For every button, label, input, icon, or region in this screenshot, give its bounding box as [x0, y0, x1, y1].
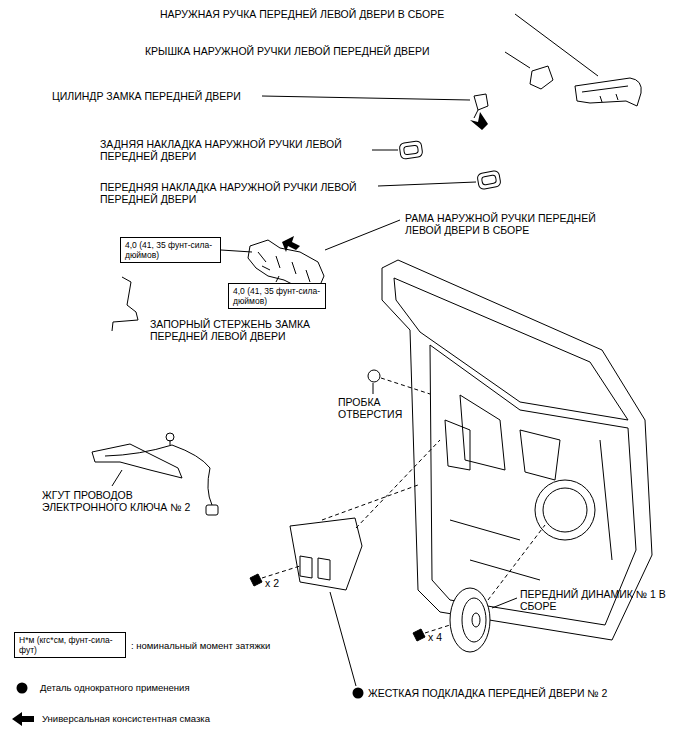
speaker-hole — [543, 488, 587, 532]
lock-rod — [112, 277, 138, 331]
legend-arrow — [12, 712, 34, 726]
leader-line — [373, 383, 374, 394]
rear-pad — [399, 141, 423, 160]
speaker — [450, 588, 490, 652]
part-name: КРЫШКА НАРУЖНОЙ РУЧКИ ЛЕВОЙ ПЕРЕДНЕЙ ДВЕ… — [145, 45, 430, 57]
part-name: ЗАПОРНЫЙ СТЕРЖЕНЬ ЗАМКА ПЕРЕДНЕЙ ЛЕВОЙ Д… — [150, 318, 335, 342]
hole-plug — [368, 370, 380, 382]
dashed-line — [322, 485, 418, 520]
legend-text: : номинальный момент затяжки — [131, 640, 270, 651]
leader-line — [330, 592, 356, 686]
quantity-label: x 2 — [265, 577, 279, 589]
part-name: ПЕРЕДНЯЯ НАКЛАДКА НАРУЖНОЙ РУЧКИ ЛЕВОЙ П… — [100, 181, 380, 205]
door-inner-panel — [445, 395, 560, 480]
torque-box: 4,0 (41, 35 фунт-сила-дюймов) — [228, 283, 326, 309]
dashed-line — [262, 566, 300, 578]
grease-arrow — [282, 236, 300, 252]
rear-pad — [404, 145, 419, 155]
part-name: ЖГУТ ПРОВОДОВ ЭЛЕКТРОННОГО КЛЮЧА № 2 — [42, 489, 202, 513]
torque-value: Н*м (кгс*см, фунт-сила-фут) — [19, 635, 121, 655]
legend-torque-box: Н*м (кгс*см, фунт-сила-фут) — [14, 632, 126, 658]
leader-line — [492, 598, 517, 608]
leader-line — [505, 52, 530, 68]
part-name: ПЕРЕДНИЙ ДИНАМИК № 1 В СБОРЕ — [520, 588, 670, 612]
front-pad — [481, 175, 496, 185]
leader-line — [378, 182, 476, 186]
leader-line — [262, 96, 470, 100]
speaker — [462, 598, 486, 642]
handle-frame — [258, 252, 310, 282]
part-name: ЗАДНЯЯ НАКЛАДКА НАРУЖНОЙ РУЧКИ ЛЕВОЙ ПЕР… — [100, 138, 365, 162]
door-inner-panel — [430, 345, 636, 625]
legend-dot — [17, 683, 28, 694]
harness-connector — [206, 505, 218, 515]
torque-box: 4,0 (41, 35 фунт-сила-дюймов) — [120, 237, 221, 263]
door-handle — [575, 78, 641, 106]
harness-connector — [166, 433, 174, 441]
torque-value: 4,0 (41, 35 фунт-сила-дюймов) — [233, 286, 321, 306]
part-name: ЦИЛИНДР ЗАМКА ПЕРЕДНЕЙ ДВЕРИ — [52, 90, 241, 102]
part-name: ЖЕСТКАЯ ПОДКЛАДКА ПЕРЕДНЕЙ ДВЕРИ № 2 — [368, 687, 607, 699]
door-window-frame — [394, 278, 628, 420]
dashed-line — [356, 440, 440, 528]
handle-cover — [530, 66, 553, 89]
torque-value: 4,0 (41, 35 фунт-сила-дюймов) — [125, 240, 216, 260]
dashed-line — [381, 378, 430, 394]
part-name: ПРОБКА ОТВЕРСТИЯ — [338, 396, 413, 420]
quantity-label: x 4 — [428, 631, 442, 643]
leader-line — [372, 150, 398, 151]
part-name: НАРУЖНАЯ РУЧКА ПЕРЕДНЕЙ ЛЕВОЙ ДВЕРИ В СБ… — [160, 8, 444, 20]
legend-text: Универсальная консистентная смазка — [42, 713, 210, 724]
door-pad — [300, 556, 330, 580]
single-use-mark — [353, 688, 364, 699]
grease-arrow — [470, 112, 488, 130]
leader-line — [112, 470, 122, 486]
leader-line — [221, 250, 252, 252]
leader-line — [325, 220, 400, 250]
front-pad — [477, 170, 501, 190]
legend-text: Деталь однократного применения — [40, 682, 190, 693]
bolt — [250, 574, 262, 586]
door-panel — [382, 260, 652, 640]
door-handle — [582, 86, 628, 102]
harness-bracket — [92, 444, 182, 478]
door-pad — [290, 518, 362, 590]
speaker-hole — [535, 480, 595, 540]
speaker — [472, 613, 480, 627]
part-name: РАМА НАРУЖНОЙ РУЧКИ ПЕРЕДНЕЙ ЛЕВОЙ ДВЕРИ… — [405, 212, 620, 236]
bolt — [413, 629, 425, 641]
door-inner-panel — [450, 440, 612, 580]
